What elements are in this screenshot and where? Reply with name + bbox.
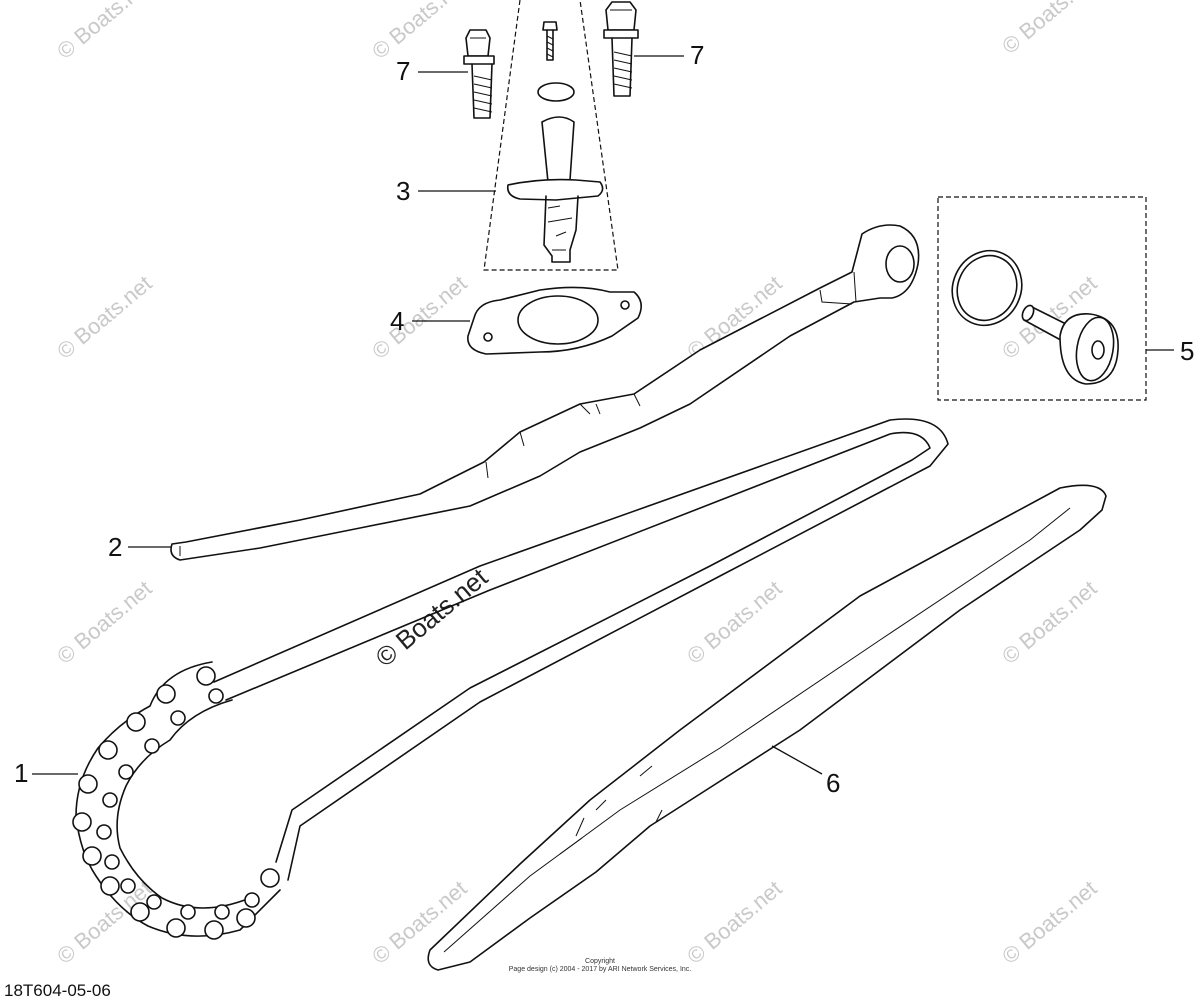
part-6-chain-guide[interactable] xyxy=(427,484,1107,971)
part-5-pivot-bolt-kit[interactable] xyxy=(937,196,1147,401)
watermark: © Boats.net xyxy=(997,876,1101,969)
callouts: 7 7 3 4 5 2 1 6 xyxy=(14,40,1194,798)
part-7-bolt-right[interactable] xyxy=(603,1,639,97)
callout-5[interactable]: 5 xyxy=(1180,336,1194,366)
callout-7-right[interactable]: 7 xyxy=(690,40,704,70)
diagram-code: 18T604-05-06 xyxy=(4,981,111,1000)
callout-3[interactable]: 3 xyxy=(396,176,410,206)
watermark: © Boats.net xyxy=(367,271,471,364)
callout-2[interactable]: 2 xyxy=(108,532,122,562)
watermark: © Boats.net xyxy=(52,0,156,64)
watermark-center: © Boats.net xyxy=(370,562,494,673)
copyright-text: Page design (c) 2004 - 2017 by ARI Netwo… xyxy=(509,966,692,973)
watermark: © Boats.net xyxy=(997,576,1101,669)
part-3-tensioner-assembly[interactable] xyxy=(483,0,619,271)
watermark: © Boats.net xyxy=(52,271,156,364)
copyright-heading: Copyright xyxy=(585,958,615,965)
watermark: © Boats.net xyxy=(367,0,471,64)
watermark: © Boats.net xyxy=(997,0,1101,59)
callout-1[interactable]: 1 xyxy=(14,758,28,788)
part-2-chain-guide[interactable] xyxy=(170,224,920,561)
part-4-gasket[interactable] xyxy=(467,286,642,355)
watermark: © Boats.net xyxy=(682,576,786,669)
part-1-cam-chain[interactable] xyxy=(72,418,949,940)
callout-7-left[interactable]: 7 xyxy=(396,56,410,86)
part-7-bolt-left[interactable] xyxy=(463,29,495,119)
callout-4[interactable]: 4 xyxy=(390,306,404,336)
watermark: © Boats.net xyxy=(682,876,786,969)
callout-6[interactable]: 6 xyxy=(826,768,840,798)
watermark: © Boats.net xyxy=(52,576,156,669)
